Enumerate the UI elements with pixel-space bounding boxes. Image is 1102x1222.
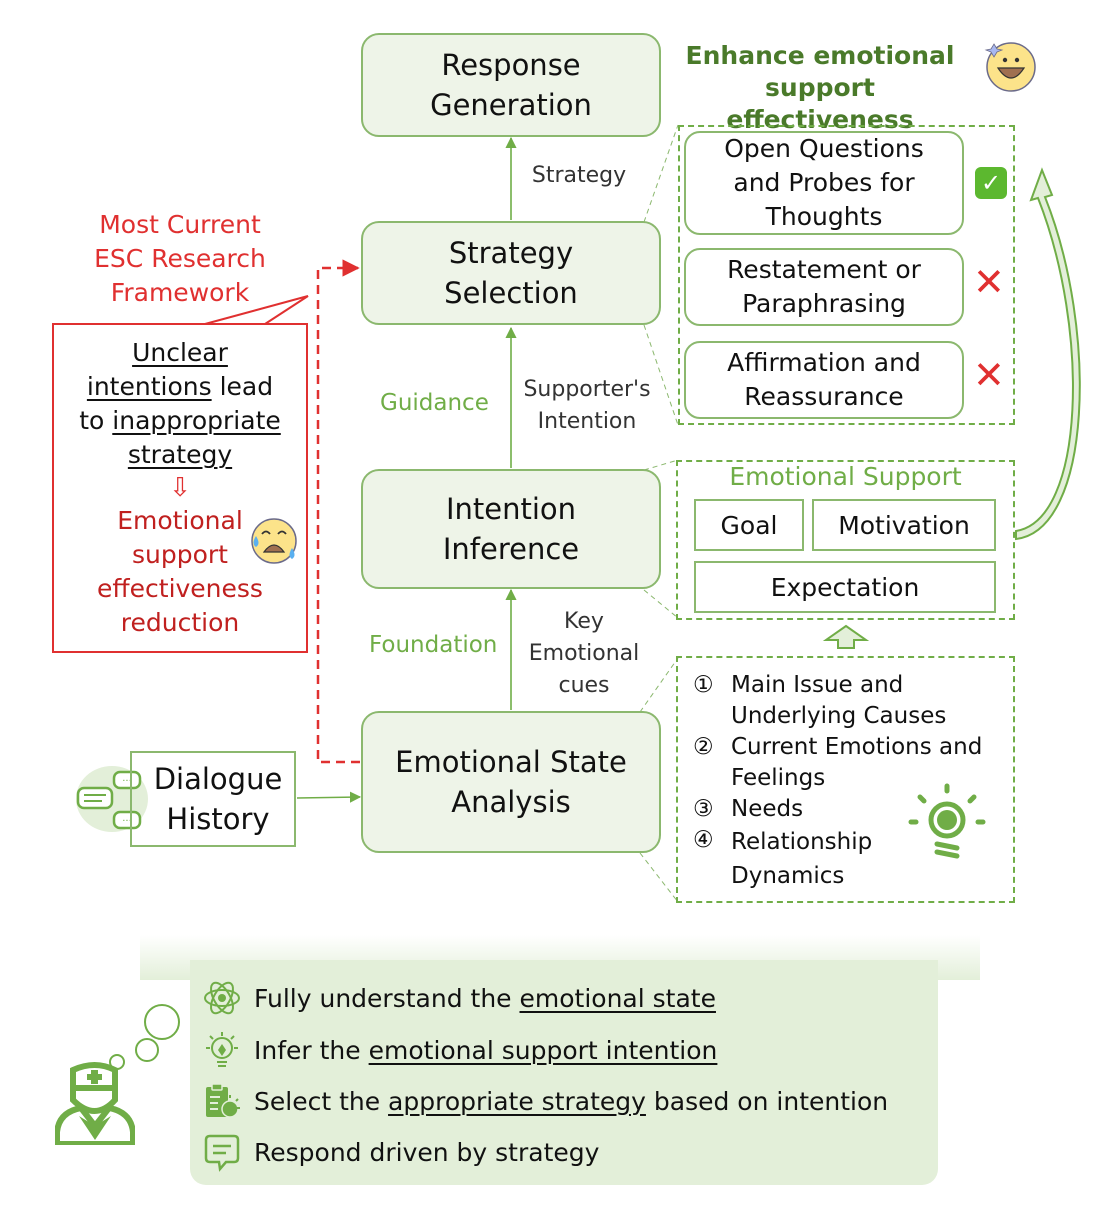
edge-label-foundation: Foundation xyxy=(369,632,498,658)
crying-face-icon xyxy=(248,514,300,570)
curved-feedback-arrow xyxy=(1015,167,1081,541)
down-arrow-icon: ⇩ xyxy=(169,473,191,503)
stage-response-generation: Response Generation xyxy=(361,33,661,137)
edge-label-key-emotional-cues: Key Emotional cues xyxy=(528,609,640,698)
nurse-avatar-icon xyxy=(54,1060,136,1147)
analysis-aspects-panel xyxy=(676,656,1015,903)
hollow-up-arrow xyxy=(822,624,870,649)
stage-emotional-state-analysis: Emotional State Analysis xyxy=(361,711,661,853)
intention-panel-title: Emotional Support xyxy=(729,462,962,491)
step-select-strategy: Select the appropriate strategy based on… xyxy=(202,1081,888,1121)
strategy-option-restatement: Restatement or Paraphrasing xyxy=(684,248,964,326)
check-mark-icon: ✓ xyxy=(975,167,1007,199)
intention-components-panel xyxy=(676,460,1015,620)
critique-body: Unclear intentions lead to inappropriate… xyxy=(52,336,308,640)
dialogue-history-box: Dialogue History xyxy=(130,751,296,847)
step-understand-emotional-state: Fully understand the emotional state xyxy=(202,978,716,1018)
cross-mark-icon: ✕ xyxy=(973,260,1005,304)
intention-expectation: Expectation xyxy=(694,561,996,613)
edge-label-supporters-intention: Supporter's Intention xyxy=(523,377,651,434)
critique-title: Most Current ESC Research Framework xyxy=(94,210,266,307)
step-infer-intention: Infer the emotional support intention xyxy=(202,1030,717,1070)
stage-strategy-selection: Strategy Selection xyxy=(361,221,661,325)
intention-motivation: Motivation xyxy=(812,499,996,551)
strategy-options-panel xyxy=(678,125,1015,425)
step-respond: Respond driven by strategy xyxy=(202,1132,599,1172)
cross-mark-icon: ✕ xyxy=(973,353,1005,397)
arrow-dialogue xyxy=(296,791,362,803)
intention-goal: Goal xyxy=(694,499,804,551)
speech-tail xyxy=(204,295,309,325)
chat-bubbles-icon: ··· ··· xyxy=(76,768,148,834)
critique-box xyxy=(52,323,308,653)
thought-bubble-large xyxy=(144,1004,180,1040)
thought-bubble-mid xyxy=(135,1038,159,1062)
clipboard-icon xyxy=(202,1081,242,1121)
svg-text:···: ··· xyxy=(122,776,132,787)
happy-face-icon xyxy=(984,40,1036,96)
red-dashed-arrow xyxy=(316,259,360,764)
chat-bubble-icon xyxy=(202,1132,242,1172)
edge-label-strategy: Strategy xyxy=(531,163,627,188)
lightbulb-icon xyxy=(907,782,987,862)
bottom-summary-panel xyxy=(190,960,938,1185)
atom-icon xyxy=(202,978,242,1018)
strategy-option-affirmation: Affirmation and Reassurance xyxy=(684,341,964,419)
enhance-title: Enhance emotional support effectiveness xyxy=(685,41,955,134)
strategy-option-open-questions: Open Questions and Probes for Thoughts xyxy=(684,131,964,235)
svg-text:···: ··· xyxy=(122,816,132,827)
edge-label-guidance: Guidance xyxy=(380,390,489,416)
lightbulb-gear-icon xyxy=(202,1030,242,1070)
consequence-text: Emotional support effectiveness reductio… xyxy=(97,506,263,637)
stage-intention-inference: Intention Inference xyxy=(361,469,661,589)
